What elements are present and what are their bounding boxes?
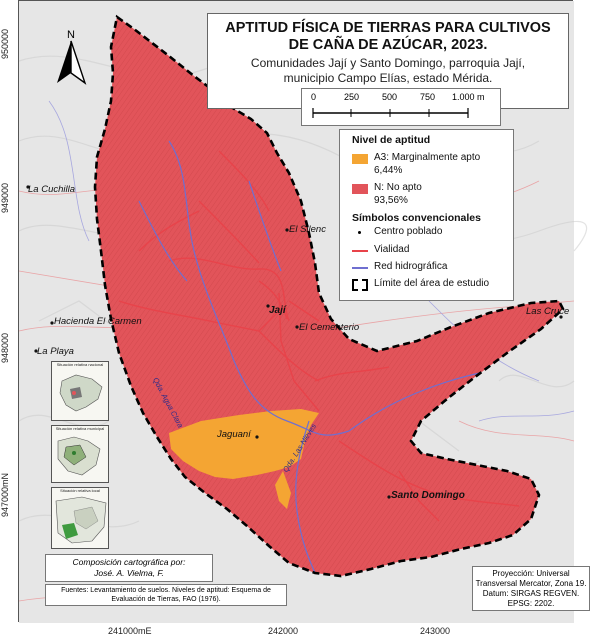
inset-local[interactable]: Situación relativa local (51, 487, 109, 549)
place-las-cruces: Las Cruce (526, 306, 570, 317)
north-label: N (67, 29, 75, 41)
legend-label-n: N: No apto (374, 182, 422, 193)
study-area-boundary (93, 14, 565, 578)
scale-tick-500: 500 (382, 92, 398, 102)
projection-box: Proyección: Universal Transversal Mercat… (472, 566, 590, 611)
coord-label-948000: 948000 (0, 332, 10, 364)
legend-percent-n: 93,56% (374, 195, 408, 206)
inset-municipal-map (57, 436, 101, 476)
inset-municipal-label: Situación relativa municipal (55, 426, 105, 431)
place-jaguani: Jaguaní (217, 429, 251, 440)
coord-label-241000: 241000mE (108, 626, 152, 636)
legend-dot-icon (358, 231, 361, 234)
place-la-cuchilla: La Cuchilla (28, 184, 75, 195)
credit-box: Composición cartográfica por: José. A. V… (45, 554, 213, 582)
legend-heading-simbolos: Símbolos convencionales (352, 212, 481, 224)
inset-local-label: Situación relativa local (60, 488, 100, 493)
legend-label-red-hidrografica: Red hidrográfica (374, 261, 448, 272)
coord-label-947000: 947000mN (0, 472, 10, 518)
scale-tick-1000: 1.000 m (452, 92, 485, 102)
legend: Nivel de aptitud A3: Marginalmente apto … (339, 129, 514, 301)
projection-line-4: EPSG: 2202. (507, 599, 555, 608)
projection-line-3: Datum: SIRGAS REGVEN. (482, 589, 580, 598)
coord-label-242000: 242000 (268, 626, 299, 636)
subtitle-line-2: municipio Campo Elías, estado Mérida. (283, 71, 493, 85)
subtitle-line-1: Comunidades Jají y Santo Domingo, parroq… (250, 56, 526, 70)
sources-box: Fuentes: Levantamiento de suelos. Nivele… (45, 584, 287, 606)
scale-tick-250: 250 (344, 92, 360, 102)
scale-tick-750: 750 (420, 92, 436, 102)
legend-label-vialidad: Vialidad (374, 244, 410, 255)
inset-national-map (59, 374, 103, 412)
legend-road-icon (352, 250, 368, 252)
legend-heading-aptitud: Nivel de aptitud (352, 134, 431, 146)
zone-a3-marginalmente-apto[interactable] (169, 409, 319, 479)
zone-a3-fragment[interactable] (275, 471, 291, 509)
centro-poblado-dots (26, 185, 563, 499)
inset-local-map (55, 496, 107, 544)
place-hacienda-el-carmen: Hacienda El Carmen (54, 316, 142, 327)
place-jaji: Jají (269, 305, 286, 316)
legend-label-a3: A3: Marginalmente apto (374, 152, 481, 163)
north-arrow-icon: N (57, 29, 87, 85)
sources-line-2: Evaluación de Tierras, FAO (1976). (111, 596, 221, 603)
scale-bar: 0 250 500 750 1.000 m (301, 88, 501, 126)
coord-label-243000: 243000 (420, 626, 451, 636)
coord-label-950000: 950000 (0, 28, 10, 60)
scale-bar-graphic (312, 108, 469, 118)
place-el-cementerio: El Cementerio (299, 322, 360, 333)
legend-label-centro-poblado: Centro poblado (374, 226, 443, 237)
credit-line-2: José. A. Vielma, F. (94, 568, 164, 578)
place-la-playa: La Playa (37, 346, 74, 357)
legend-swatch-n (352, 184, 368, 194)
place-santo-domingo: Santo Domingo (391, 490, 465, 501)
title-line-2: DE CAÑA DE AZÚCAR, 2023. (288, 37, 488, 53)
place-el-silencio: El Silenc (289, 224, 326, 235)
legend-river-icon (352, 267, 368, 269)
projection-line-2: Transversal Mercator, Zona 19. (475, 579, 587, 588)
legend-percent-a3: 6,44% (374, 165, 403, 176)
rivers-red-hidrografica (138, 140, 490, 576)
legend-label-limite: Límite del área de estudio (374, 278, 490, 289)
scale-tick-0: 0 (311, 92, 317, 102)
map-frame[interactable]: N APTITUD FÍSICA DE TIERRAS PARA CULTIVO… (18, 0, 590, 623)
credit-line-1: Composición cartográfica por: (72, 557, 186, 567)
legend-boundary-icon (352, 279, 368, 291)
coord-label-949000: 949000 (0, 182, 10, 214)
inset-national-label: Situación relativa nacional (56, 362, 104, 367)
sources-line-1: Fuentes: Levantamiento de suelos. Nivele… (61, 587, 271, 594)
legend-swatch-a3 (352, 154, 368, 164)
inset-national[interactable]: Situación relativa nacional (51, 361, 109, 421)
title-line-1: APTITUD FÍSICA DE TIERRAS PARA CULTIVOS (225, 20, 551, 36)
study-area[interactable] (93, 14, 565, 581)
projection-line-1: Proyección: Universal (492, 569, 570, 578)
inset-municipal[interactable]: Situación relativa municipal (51, 425, 109, 483)
